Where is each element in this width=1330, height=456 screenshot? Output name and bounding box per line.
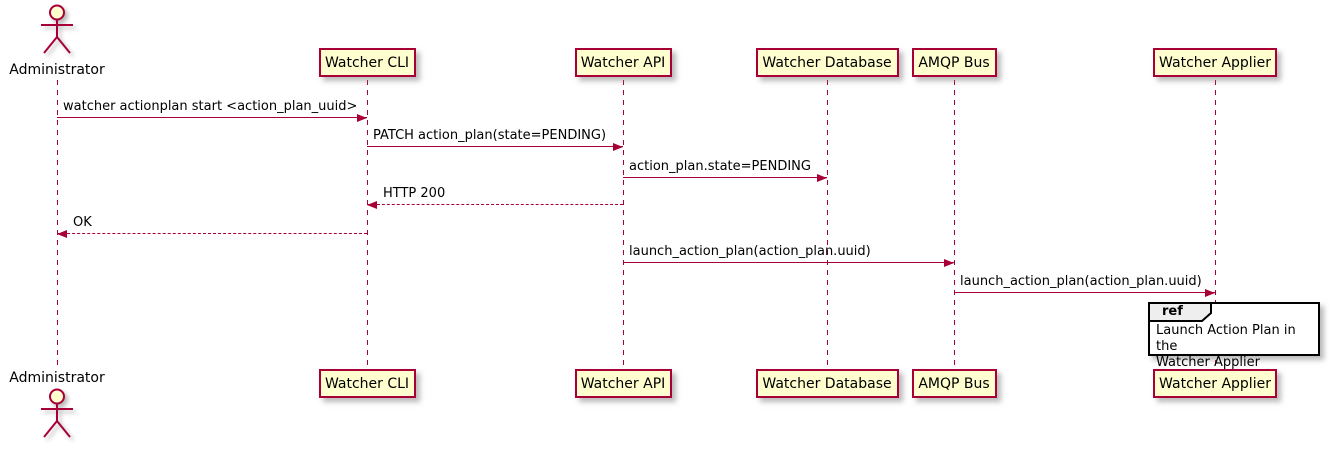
- message-label-6: launch_action_plan(action_plan.uuid): [629, 244, 871, 259]
- participant-watcher-cli-top: Watcher CLI: [318, 48, 416, 77]
- message-label-5: OK: [73, 215, 92, 230]
- message-label-7: launch_action_plan(action_plan.uuid): [960, 274, 1202, 289]
- message-label-2: PATCH action_plan(state=PENDING): [373, 128, 607, 143]
- actor-label-bottom: Administrator: [9, 370, 105, 386]
- actor-label-top: Administrator: [9, 62, 105, 78]
- actor-icon-bottom: [37, 388, 77, 444]
- participant-watcher-applier-bottom: Watcher Applier: [1153, 369, 1277, 398]
- message-line-5: [57, 233, 367, 234]
- lifeline-watcher-cli: [366, 80, 368, 370]
- message-label-1: watcher actionplan start <action_plan_uu…: [63, 99, 358, 114]
- arrowhead-icon: [357, 113, 367, 122]
- ref-text: Launch Action Plan in the Watcher Applie…: [1156, 323, 1314, 371]
- lifeline-amqp-bus: [953, 80, 955, 370]
- message-line-4: [367, 204, 623, 205]
- participant-watcher-cli-bottom: Watcher CLI: [318, 369, 416, 398]
- lifeline-watcher-database: [826, 80, 828, 370]
- message-line-1: [57, 117, 367, 118]
- arrowhead-icon: [817, 173, 827, 182]
- ref-keyword: ref: [1162, 304, 1183, 319]
- message-label-3: action_plan.state=PENDING: [629, 159, 811, 174]
- participant-watcher-database-bottom: Watcher Database: [755, 369, 899, 398]
- actor-icon-top: [37, 4, 77, 60]
- message-label-4: HTTP 200: [383, 186, 446, 201]
- lifeline-watcher-applier: [1214, 80, 1216, 370]
- ref-header-pentagon-icon: [1148, 302, 1212, 322]
- message-line-3: [623, 177, 827, 178]
- lifeline-watcher-api: [622, 80, 624, 370]
- message-line-6: [623, 262, 954, 263]
- arrowhead-icon: [367, 200, 377, 209]
- arrowhead-icon: [613, 142, 623, 151]
- participant-watcher-api-top: Watcher API: [574, 48, 672, 77]
- message-line-2: [367, 146, 623, 147]
- message-line-7: [954, 292, 1215, 293]
- participant-amqp-bus-bottom: AMQP Bus: [911, 369, 997, 398]
- arrowhead-icon: [57, 229, 67, 238]
- ref-text-line: Watcher Applier: [1156, 355, 1260, 370]
- arrowhead-icon: [944, 258, 954, 267]
- participant-watcher-api-bottom: Watcher API: [574, 369, 672, 398]
- ref-text-line: Launch Action Plan in the: [1156, 323, 1296, 354]
- lifeline-administrator: [56, 80, 58, 370]
- ref-fragment: ref Launch Action Plan in the Watcher Ap…: [1148, 302, 1320, 370]
- participant-watcher-applier-top: Watcher Applier: [1153, 48, 1277, 77]
- participant-watcher-database-top: Watcher Database: [755, 48, 899, 77]
- participant-amqp-bus-top: AMQP Bus: [911, 48, 997, 77]
- arrowhead-icon: [1205, 288, 1215, 297]
